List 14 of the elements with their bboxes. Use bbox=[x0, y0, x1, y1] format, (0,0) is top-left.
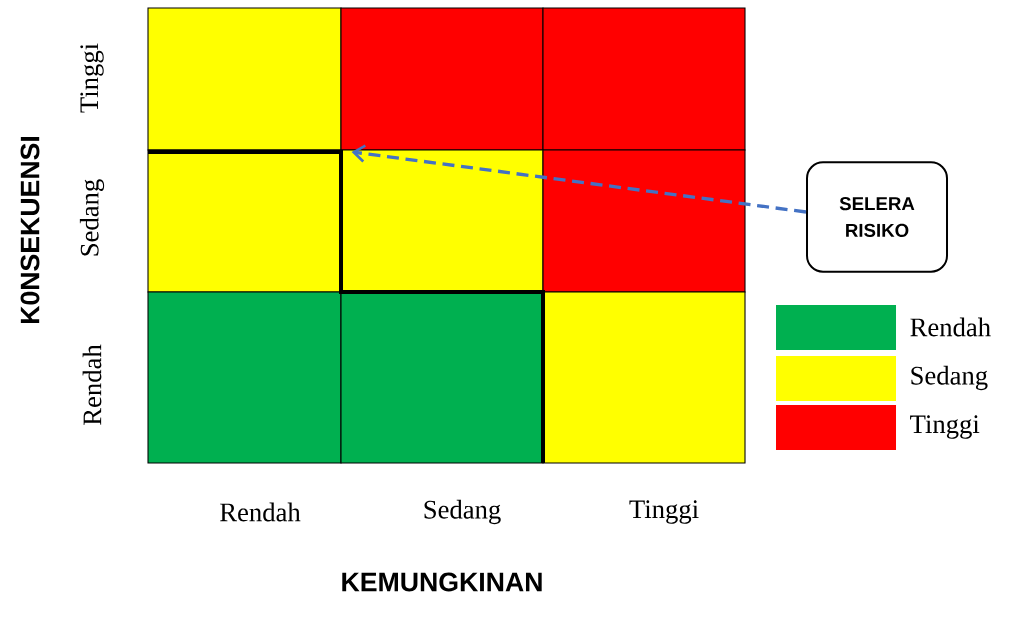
arrow bbox=[351, 144, 807, 214]
legend-label: Tinggi bbox=[910, 415, 980, 439]
x-axis-title: KEMUNGKINAN bbox=[342, 572, 542, 592]
x-axis-tick-label: Rendah bbox=[220, 502, 301, 522]
y-axis-tick-label: Rendah bbox=[82, 344, 102, 425]
risk-appetite-line bbox=[148, 150, 545, 463]
callout-box: SELERA RISIKO bbox=[806, 161, 948, 273]
y-axis-tick-label: Sedang bbox=[79, 179, 105, 256]
x-axis-tick-label: Sedang bbox=[424, 499, 501, 525]
y-axis-tick-label: Tinggi bbox=[80, 43, 104, 113]
y-axis-title: K0NSEKUENSI bbox=[20, 137, 40, 324]
legend-label: Rendah bbox=[910, 317, 991, 337]
x-axis-tick-label: Tinggi bbox=[629, 500, 699, 524]
legend-label: Sedang bbox=[911, 365, 988, 391]
